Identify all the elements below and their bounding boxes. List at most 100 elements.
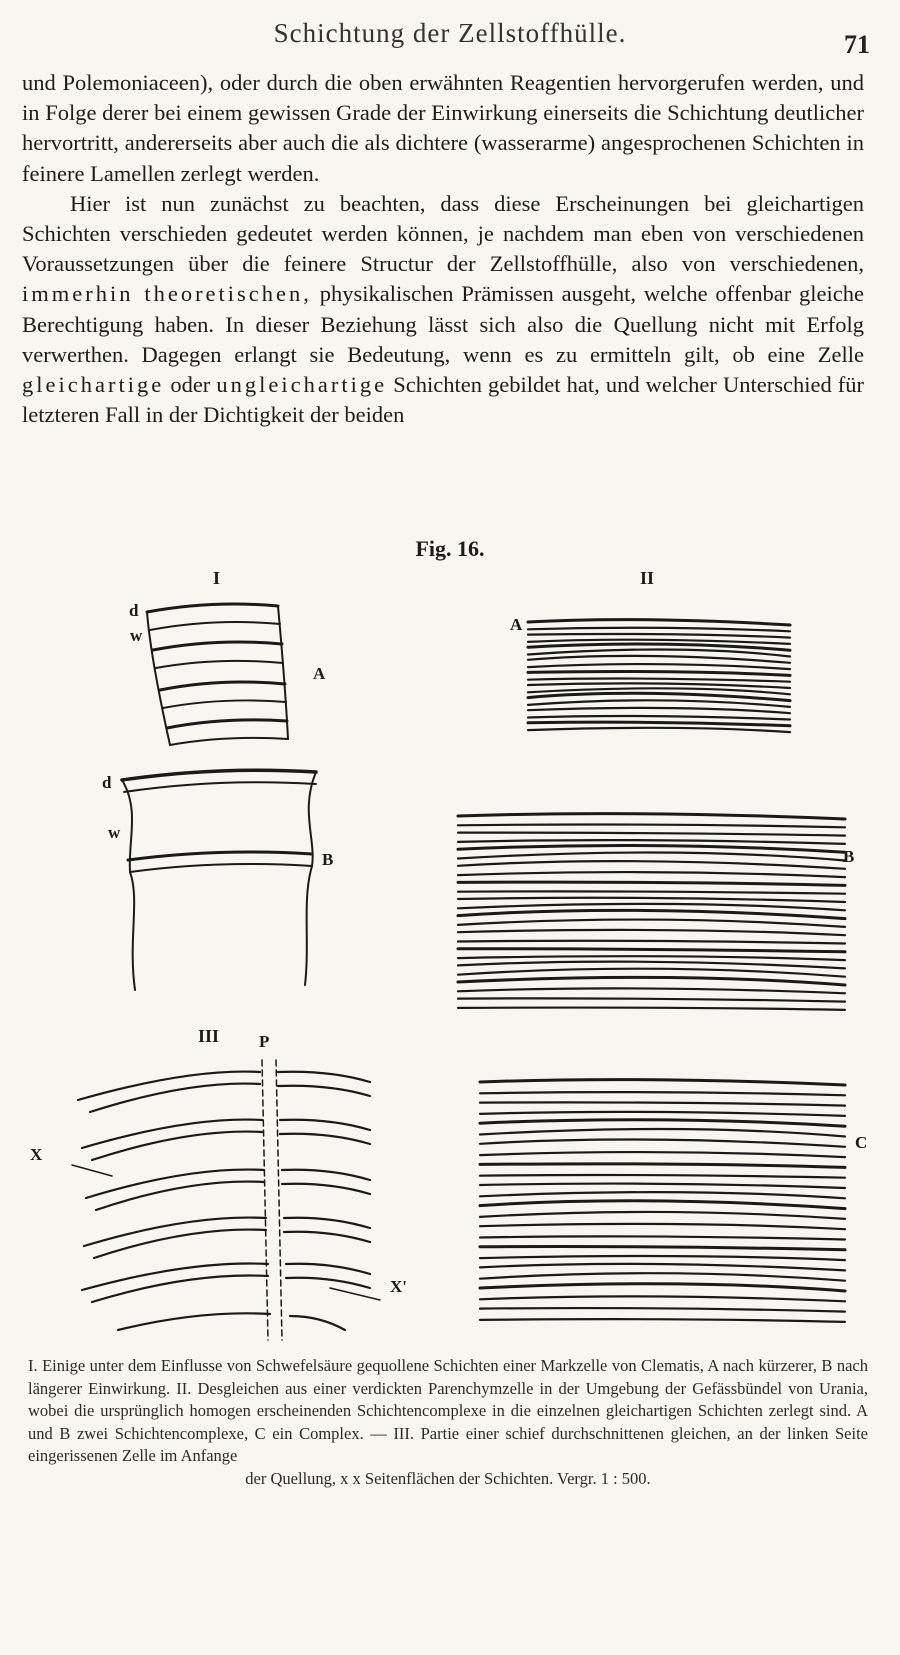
label-w-top: w	[130, 626, 143, 645]
paragraph-2: Hier ist nun zunächst zu beachten, dass …	[22, 189, 864, 431]
spaced-emphasis-3: ungleichartige	[216, 372, 388, 398]
layer-line	[456, 870, 847, 879]
layer-line	[526, 662, 792, 671]
layer-line	[478, 1262, 847, 1272]
layer-line	[478, 1235, 847, 1241]
label-X: X	[30, 1145, 43, 1164]
layer-line	[478, 1182, 847, 1190]
layer-line	[456, 851, 847, 862]
label-d-top: d	[129, 601, 139, 620]
caption-last-line: der Quellung, x x Seitenflächen der Schi…	[245, 1468, 651, 1488]
layer-line	[526, 632, 792, 639]
layer-line	[478, 1101, 847, 1107]
layer-line	[478, 1127, 847, 1138]
layer-line	[456, 987, 847, 995]
layer-line	[456, 960, 847, 970]
layer-line	[526, 687, 792, 696]
layer-line	[526, 618, 792, 627]
layer-line	[526, 626, 792, 633]
layer-line	[478, 1272, 847, 1282]
panel-II-B-lines	[456, 812, 847, 1011]
layer-line	[456, 831, 847, 837]
label-A-panel-II: A	[510, 615, 523, 634]
layer-line	[456, 812, 847, 821]
panel-I-A-drawing	[145, 602, 289, 746]
paragraph-1: und Polemoniaceen), oder durch die oben …	[22, 70, 864, 186]
layer-line	[478, 1199, 847, 1211]
layer-line	[478, 1173, 847, 1179]
layer-line	[456, 860, 847, 870]
layer-line	[526, 682, 792, 690]
panel-II-label: II	[640, 568, 654, 588]
layer-line	[456, 880, 847, 887]
panel-III-label: III	[198, 1026, 219, 1046]
label-A-panel-I: A	[313, 664, 326, 683]
caption-text: I. Einige unter dem Einflusse von Schwef…	[28, 1356, 868, 1465]
layer-line	[478, 1210, 847, 1220]
layer-line	[526, 720, 792, 728]
layer-line	[478, 1282, 847, 1293]
label-X-prime: X'	[390, 1277, 407, 1296]
layer-line	[456, 1006, 847, 1011]
layer-line	[526, 648, 792, 658]
layer-line	[526, 706, 792, 715]
layer-line	[456, 902, 847, 912]
label-w-bottom: w	[108, 823, 121, 842]
panel-II-C-lines	[478, 1078, 847, 1323]
panel-II-A-lines	[526, 618, 792, 734]
page-number: 71	[844, 30, 870, 59]
layer-line	[526, 638, 792, 645]
layer-line	[478, 1222, 847, 1231]
layer-line	[456, 939, 847, 945]
layer-line	[456, 844, 847, 854]
layer-line	[526, 677, 792, 683]
label-C-panel-II: C	[855, 1133, 867, 1152]
figure-illustration: I II III d w A d w B A B C P X X'	[30, 568, 867, 1341]
layer-line	[478, 1254, 847, 1262]
layer-line	[478, 1110, 847, 1117]
layer-line	[456, 918, 847, 928]
paragraph-2-part-b: physikalischen Prämissen ausgeht, welche…	[22, 281, 864, 367]
paragraph-2-part-c: oder	[170, 372, 211, 398]
layer-line	[456, 823, 847, 829]
layer-line	[478, 1078, 847, 1087]
spaced-emphasis-2: gleichartige	[22, 372, 165, 398]
layer-line	[478, 1138, 847, 1148]
layer-line	[456, 908, 847, 921]
layer-line	[456, 955, 847, 962]
layer-line	[526, 642, 792, 652]
paragraph-2-part-a: Hier ist nun zunächst zu beachten, dass …	[22, 190, 864, 277]
panel-I-B-drawing	[120, 768, 318, 991]
figure-title: Fig. 16.	[415, 536, 485, 561]
label-B-panel-I: B	[322, 850, 333, 869]
layer-line	[478, 1295, 847, 1303]
layer-line	[456, 896, 847, 904]
layer-line	[526, 726, 792, 734]
body-text: und Polemoniaceen), oder durch die oben …	[22, 68, 864, 430]
layer-line	[478, 1118, 847, 1128]
layer-line	[526, 699, 792, 708]
layer-line	[456, 928, 847, 937]
spaced-emphasis-1: immerhin theoretischen,	[22, 281, 312, 307]
layer-line	[478, 1306, 847, 1313]
figure-caption: I. Einige unter dem Einflusse von Schwef…	[28, 1355, 868, 1490]
paragraph-2-part-d: Schichten gebildet hat, und welcher Unte…	[22, 372, 865, 428]
layer-line	[478, 1162, 847, 1169]
layer-line	[526, 669, 792, 677]
label-d-bottom: d	[102, 773, 112, 792]
layer-line	[456, 947, 847, 954]
layer-line	[526, 654, 792, 664]
layer-line	[526, 714, 792, 721]
panel-III-drawing	[71, 1059, 381, 1341]
label-P: P	[259, 1032, 269, 1051]
layer-line	[478, 1318, 847, 1323]
running-head: Schichtung der Zellstoffhülle.	[273, 18, 627, 48]
layer-line	[478, 1191, 847, 1200]
layer-line	[456, 997, 847, 1003]
label-B-panel-II: B	[843, 847, 854, 866]
layer-line	[478, 1245, 847, 1252]
layer-line	[478, 1150, 847, 1159]
layer-line	[456, 890, 847, 895]
layer-line	[478, 1091, 847, 1097]
